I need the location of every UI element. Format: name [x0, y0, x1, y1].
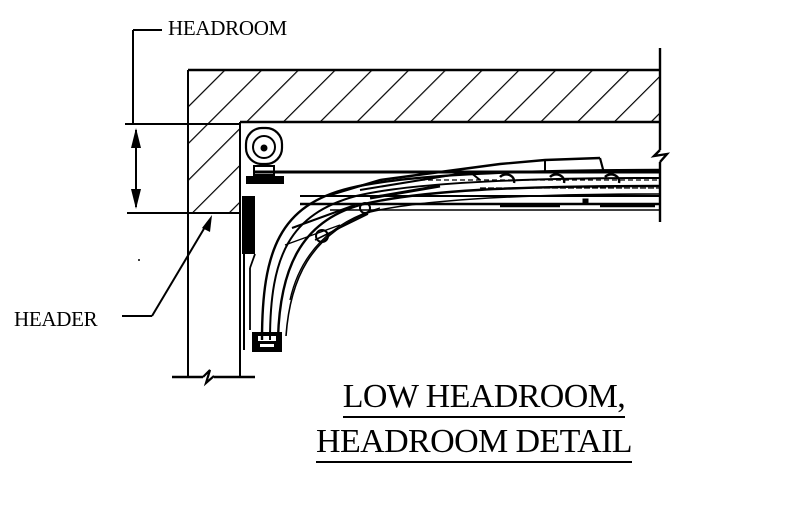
header-label: HEADER: [14, 307, 98, 331]
headroom-label: HEADROOM: [168, 16, 287, 40]
header-wall: [188, 120, 660, 378]
roller-icon: [244, 126, 284, 184]
drawing-title: LOW HEADROOM, HEADROOM DETAIL: [288, 380, 660, 463]
horizontal-track: [255, 170, 660, 211]
jamb-bracket: [242, 196, 282, 352]
title-line-1: LOW HEADROOM,: [342, 380, 626, 418]
headroom-leader: [132, 29, 162, 124]
bottom-break-line: [172, 369, 255, 387]
arrow-down-icon: [131, 189, 141, 209]
title-line-2: HEADROOM DETAIL: [316, 425, 633, 463]
track-hinge-bracket: [284, 202, 371, 246]
headroom-dimension: [125, 123, 240, 214]
ceiling-structure: [187, 68, 660, 378]
header-leader: [122, 215, 212, 317]
arrow-up-icon: [131, 128, 141, 148]
spring-arm-assembly: [329, 156, 660, 200]
leader-arrow-icon: [202, 215, 212, 232]
